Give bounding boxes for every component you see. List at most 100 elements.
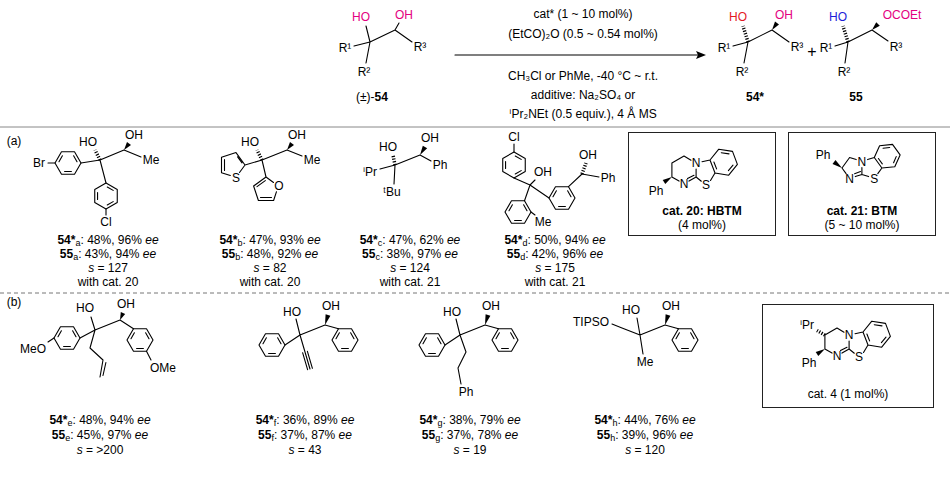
atom-label: R³ xyxy=(414,40,427,54)
compound-number: 54* xyxy=(746,90,764,104)
atom-label: Me xyxy=(304,153,321,167)
atom-label: HO xyxy=(443,305,461,319)
benzene-ring xyxy=(416,328,449,362)
reaction-condition: (EtCO)₂O (0.5 ~ 0.54 mol%) xyxy=(508,27,658,41)
atom-label: N xyxy=(845,172,854,186)
bond-lines xyxy=(380,155,431,184)
result-text: 54*g: 38%, 79% ee xyxy=(419,413,520,427)
atom-label: Me xyxy=(535,215,552,229)
atom-label: R³ xyxy=(791,40,804,54)
atom-label: TIPSO xyxy=(573,315,609,329)
atom-label: ⁱPr xyxy=(363,165,377,179)
atom-label: HO xyxy=(79,135,97,149)
result-text: s = 82 xyxy=(253,261,286,275)
catalyst-caption: cat. 4 (1 mol%) xyxy=(808,387,889,401)
catalyst-box: NNSPhcat. 20: HBTM (4 mol%) xyxy=(628,132,776,236)
result-text: 54*f: 36%, 89% ee xyxy=(256,413,355,427)
result-text: 55a: 43%, 94% ee xyxy=(60,247,156,261)
result-text: 54*h: 44%, 76% ee xyxy=(594,413,695,427)
atom-label: ⁱPr xyxy=(800,318,814,332)
atom-label: R² xyxy=(736,65,749,79)
result-text: s = 127 xyxy=(88,261,128,275)
atom-label: HO xyxy=(352,10,370,24)
atom-label: OH xyxy=(662,299,680,313)
wedge-bond xyxy=(124,142,131,150)
atom-label: OH xyxy=(534,165,552,179)
bond-lines xyxy=(48,23,900,384)
reaction-condition: cat* (1 ~ 10 mol%) xyxy=(533,7,632,21)
atom-label: R³ xyxy=(890,40,903,54)
result-text: s = >200 xyxy=(77,443,124,457)
atom-label: O xyxy=(274,179,283,193)
result-text: 54*b: 47%, 93% ee xyxy=(219,233,320,247)
result-text: 55f: 37%, 87% ee xyxy=(258,428,352,442)
atom-label: ᵗBu xyxy=(383,185,400,199)
reaction-arrow xyxy=(455,54,700,55)
atom-label: R¹ xyxy=(718,41,731,55)
result-text: with cat. 20 xyxy=(240,275,301,289)
atom-label: S xyxy=(232,171,240,185)
atom-label: Br xyxy=(33,156,45,170)
benzene-ring xyxy=(489,323,522,357)
wedge-bond xyxy=(420,146,427,155)
catalyst-box: ⁱPrPhNNScat. 4 (1 mol%) xyxy=(762,304,934,408)
bond-lines xyxy=(48,317,151,377)
atom-label: HO xyxy=(241,135,259,149)
wedge-bond xyxy=(772,22,779,31)
result-text: 54*c: 47%, 62% ee xyxy=(360,233,461,247)
atom-label: N xyxy=(680,177,689,191)
atom-label: Ph xyxy=(433,158,448,172)
wedge-bond xyxy=(665,314,670,325)
atom-label: Ph xyxy=(601,171,616,185)
plus-sign: + xyxy=(807,45,816,59)
reaction-condition: additive: Na₂SO₄ or xyxy=(531,88,635,102)
bond-lines xyxy=(222,150,303,201)
result-text: 54*e: 48%, 94% ee xyxy=(49,413,150,427)
hashed-bond xyxy=(95,26,848,335)
atom-label: OH xyxy=(482,299,500,313)
bond-lines xyxy=(835,30,888,63)
wedge-bond xyxy=(833,160,843,168)
atom-label: OH xyxy=(579,148,597,162)
result-text: 55g: 37%, 78% ee xyxy=(422,428,518,442)
catalyst-structure xyxy=(663,149,738,184)
atom-label: R¹ xyxy=(820,41,833,55)
result-text: 54*a: 48%, 96% ee xyxy=(57,233,158,247)
catalyst-caption: cat. 21: BTM (5 ~ 10 mol%) xyxy=(824,204,899,232)
benzene-ring xyxy=(502,195,535,229)
atom-label: Me xyxy=(143,153,160,167)
section-rule xyxy=(0,293,950,294)
result-text: 55d: 42%, 96% ee xyxy=(507,247,603,261)
reaction-condition: CH₃Cl or PhMe, -40 °C ~ r.t. xyxy=(508,69,658,83)
atom-label: OH xyxy=(775,8,793,22)
atom-label: R² xyxy=(838,65,851,79)
arrow-head xyxy=(696,51,706,59)
benzene-ring xyxy=(256,328,289,362)
atom-label: OH xyxy=(322,299,340,313)
benzene-ring xyxy=(95,183,118,209)
wedge-bonds xyxy=(120,22,880,326)
result-text: 55c: 38%, 97% ee xyxy=(362,247,458,261)
atom-label: HO xyxy=(729,10,747,24)
wedge-bond xyxy=(287,142,294,150)
atom-label: Cl xyxy=(508,130,519,144)
benzene-ring xyxy=(51,321,84,355)
atom-label: Me xyxy=(637,355,654,369)
result-text: 55e: 45%, 97% ee xyxy=(52,428,148,442)
atom-label: N xyxy=(833,349,842,363)
bond-lines xyxy=(285,319,339,370)
compound-number: (±)-54 xyxy=(356,90,388,104)
atom-label: HO xyxy=(283,305,301,319)
benzene-ring xyxy=(669,323,702,357)
atom-label: HO xyxy=(622,303,640,317)
atom-label: Ph xyxy=(802,356,817,370)
atom-label: S xyxy=(702,178,710,192)
bond-lines xyxy=(612,318,679,354)
atom-label: OCOEt xyxy=(883,8,922,22)
atom-label: S xyxy=(855,350,863,364)
atom-label: N xyxy=(692,156,701,170)
section-rule xyxy=(0,127,950,128)
atom-label: OH xyxy=(117,297,135,311)
result-text: with cat. 21 xyxy=(380,275,441,289)
result-text: with cat. 21 xyxy=(525,275,586,289)
